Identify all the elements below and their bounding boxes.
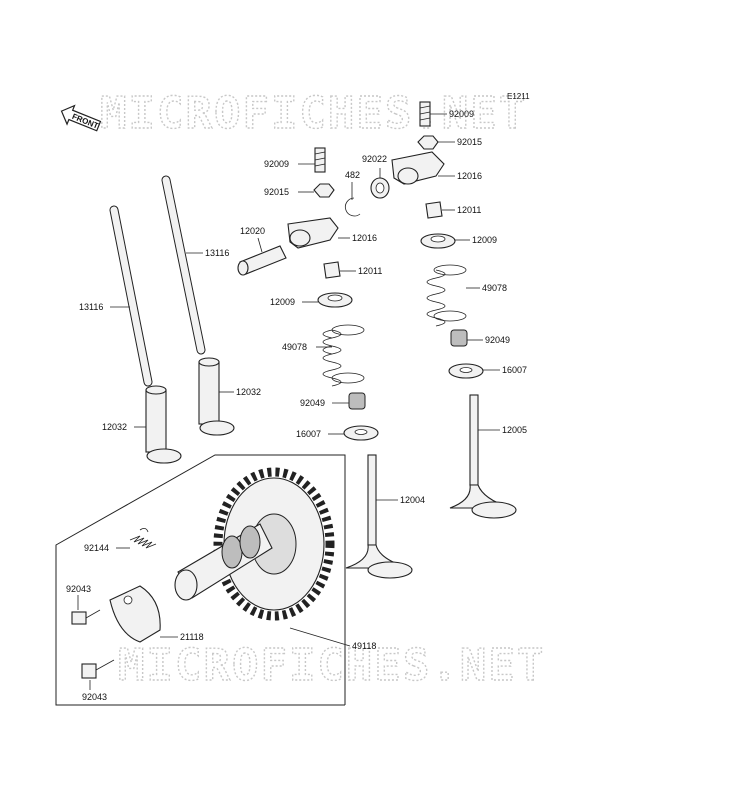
nut-92015-left (313, 183, 335, 198)
retainer-12009-left (317, 292, 353, 308)
watermark-bottom: MICROFICHES.NET (118, 640, 545, 691)
label-92015-left: 92015 (264, 187, 289, 197)
adjuster-screw-92009-right (419, 101, 431, 127)
push-rod-13116-right (161, 175, 206, 355)
label-12009-left: 12009 (270, 297, 295, 307)
label-92049-right: 92049 (485, 335, 510, 345)
rocker-arm-12016-right (391, 151, 445, 185)
adjuster-screw-92009-left (314, 147, 326, 173)
label-12005: 12005 (502, 425, 527, 435)
stem-seal-92049-right (450, 329, 468, 347)
label-92144: 92144 (84, 543, 109, 553)
push-rod-13116-left (109, 205, 153, 387)
label-12032-right: 12032 (236, 387, 261, 397)
label-16007-left: 16007 (296, 429, 321, 439)
collet-12011-left (323, 261, 341, 279)
watermark-top: MICROFICHES.NET (100, 88, 527, 139)
label-12020: 12020 (240, 226, 265, 236)
label-12011-left: 12011 (358, 266, 382, 276)
label-482: 482 (345, 170, 360, 180)
label-92009-right: 92009 (449, 109, 474, 119)
bolt-92043-bottom (81, 659, 115, 679)
label-49078-left: 49078 (282, 342, 307, 352)
valve-spring-49078-left (322, 324, 365, 387)
label-12016-right: 12016 (457, 171, 482, 181)
valve-12005 (449, 394, 517, 519)
label-92043-top: 92043 (66, 584, 91, 594)
label-12032-left: 12032 (102, 422, 127, 432)
rocker-shaft-12020 (237, 245, 287, 276)
label-16007-right: 16007 (502, 365, 527, 375)
label-21118: 21118 (180, 632, 204, 642)
spring-92144 (129, 528, 157, 549)
tappet-12032-left (145, 385, 182, 464)
collet-12011-right (425, 201, 443, 219)
label-92022: 92022 (362, 154, 387, 164)
diagram-code: E1211 (507, 92, 530, 101)
spring-seat-16007-left (343, 425, 379, 441)
tappet-12032-right (198, 357, 235, 436)
label-13116-right: 13116 (205, 248, 229, 258)
governor-plate-21118 (109, 585, 161, 643)
label-92009-left: 92009 (264, 159, 289, 169)
retainer-12009-right (420, 233, 456, 249)
label-92015-right: 92015 (457, 137, 482, 147)
label-49118: 49118 (352, 641, 376, 651)
label-12011-right: 12011 (457, 205, 481, 215)
valve-spring-49078-right (426, 264, 467, 327)
camshaft-49118 (174, 523, 273, 601)
bolt-92043-top (71, 609, 101, 625)
label-12009-right: 12009 (472, 235, 497, 245)
rocker-arm-12016-left (287, 217, 339, 249)
label-92049-left: 92049 (300, 398, 325, 408)
washer-92022 (370, 177, 390, 199)
label-12004: 12004 (400, 495, 425, 505)
label-92043-bottom: 92043 (82, 692, 107, 702)
label-12016-left: 12016 (352, 233, 377, 243)
camshaft-assembly-frame (55, 454, 346, 706)
circlip-482 (344, 197, 361, 217)
spring-seat-16007-right (448, 363, 484, 379)
label-49078-right: 49078 (482, 283, 507, 293)
cam-gear (213, 467, 335, 621)
valve-12004 (345, 454, 413, 579)
leader-lines (77, 113, 500, 690)
front-arrow-icon: FRONT (60, 104, 102, 132)
label-13116-left: 13116 (79, 302, 103, 312)
stem-seal-92049-left (348, 392, 366, 410)
